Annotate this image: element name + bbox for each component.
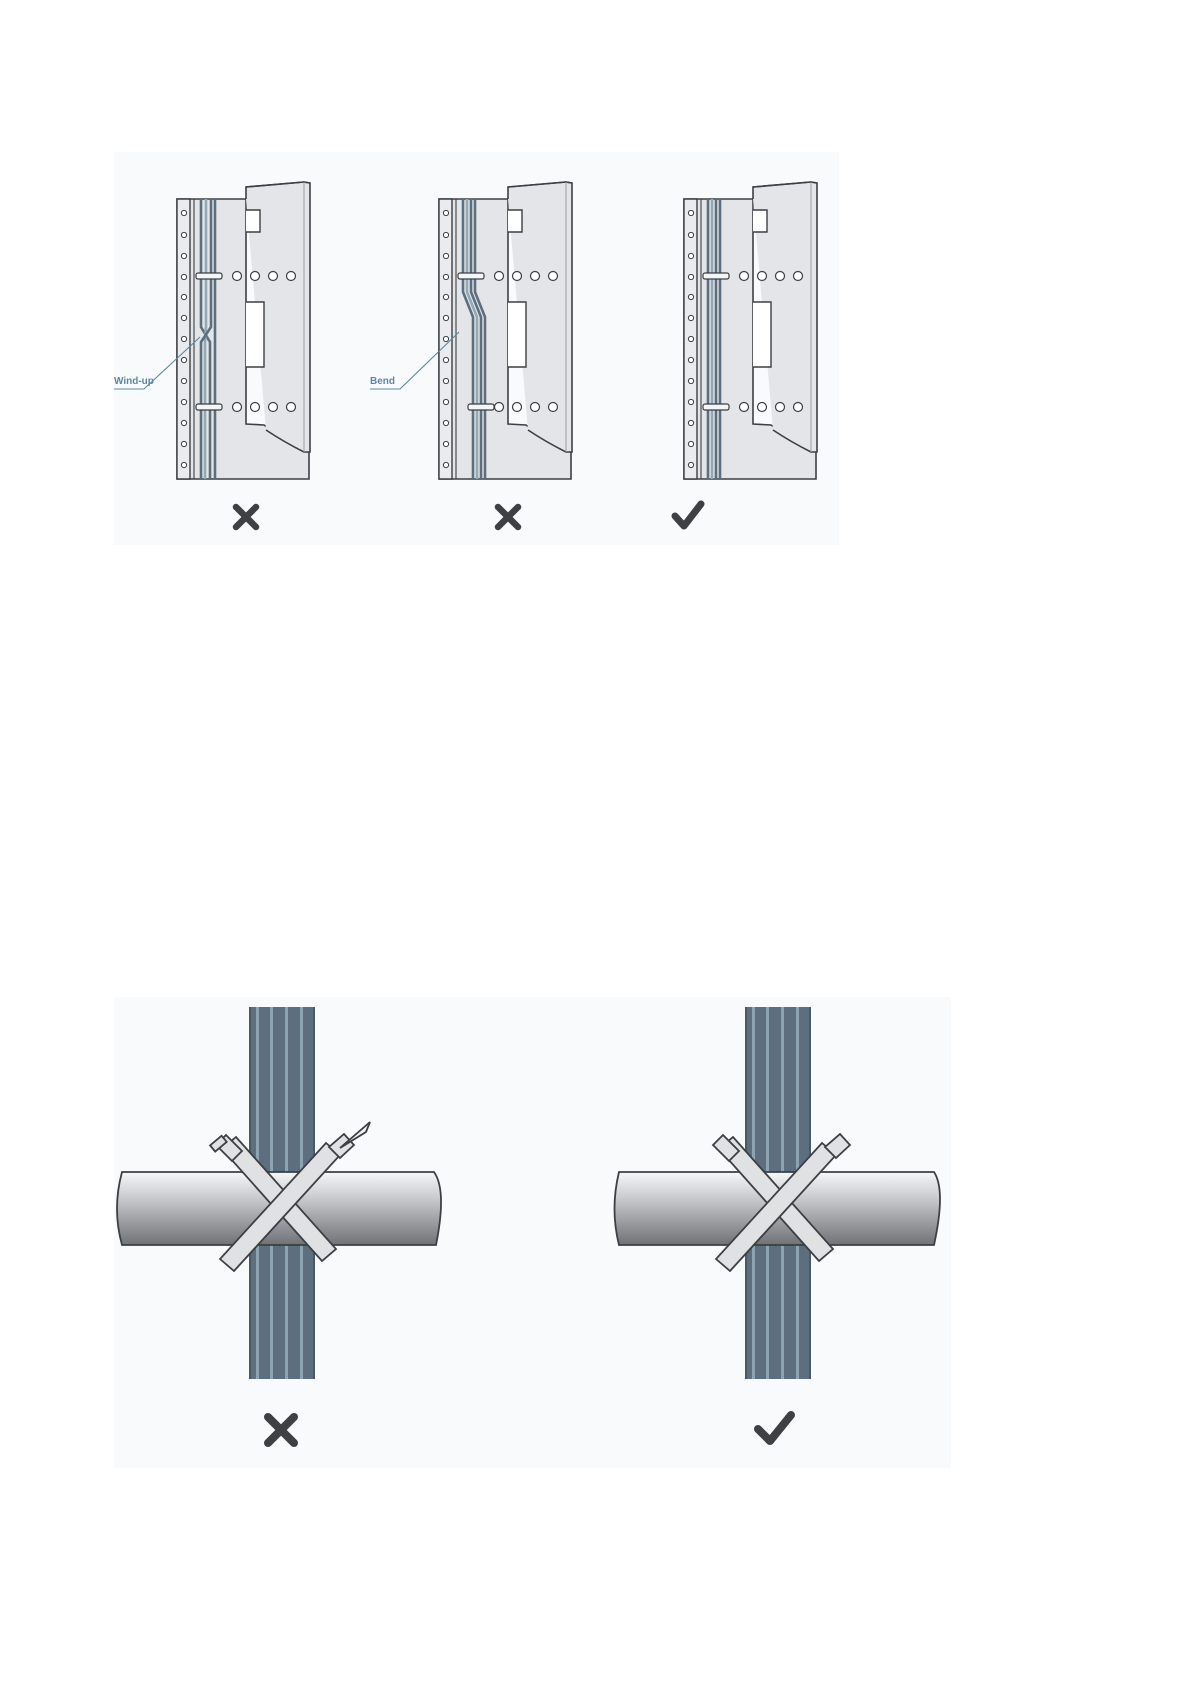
rack-routing-illustration: Wind-up Bend: [114, 152, 839, 545]
rack-wind-up-incorrect: Wind-up: [114, 182, 310, 527]
incorrect-mark-icon: [236, 507, 256, 527]
wind-up-label: Wind-up: [114, 376, 154, 387]
rack-cable-routing-figure: Wind-up Bend: [114, 152, 839, 545]
correct-mark-icon: [758, 1415, 791, 1441]
correct-mark-icon: [675, 504, 701, 526]
tie-tail-uncut-incorrect: [117, 1007, 441, 1443]
incorrect-mark-icon: [268, 1417, 294, 1443]
cable-tie-illustration: [114, 997, 951, 1468]
incorrect-mark-icon: [498, 507, 518, 527]
tie-tail-trimmed-correct: [615, 1007, 941, 1441]
rack-bend-incorrect: Bend: [370, 182, 572, 527]
rack-straight-correct: [675, 182, 817, 526]
bend-label: Bend: [370, 376, 395, 387]
cable-tie-figure: [114, 997, 951, 1468]
